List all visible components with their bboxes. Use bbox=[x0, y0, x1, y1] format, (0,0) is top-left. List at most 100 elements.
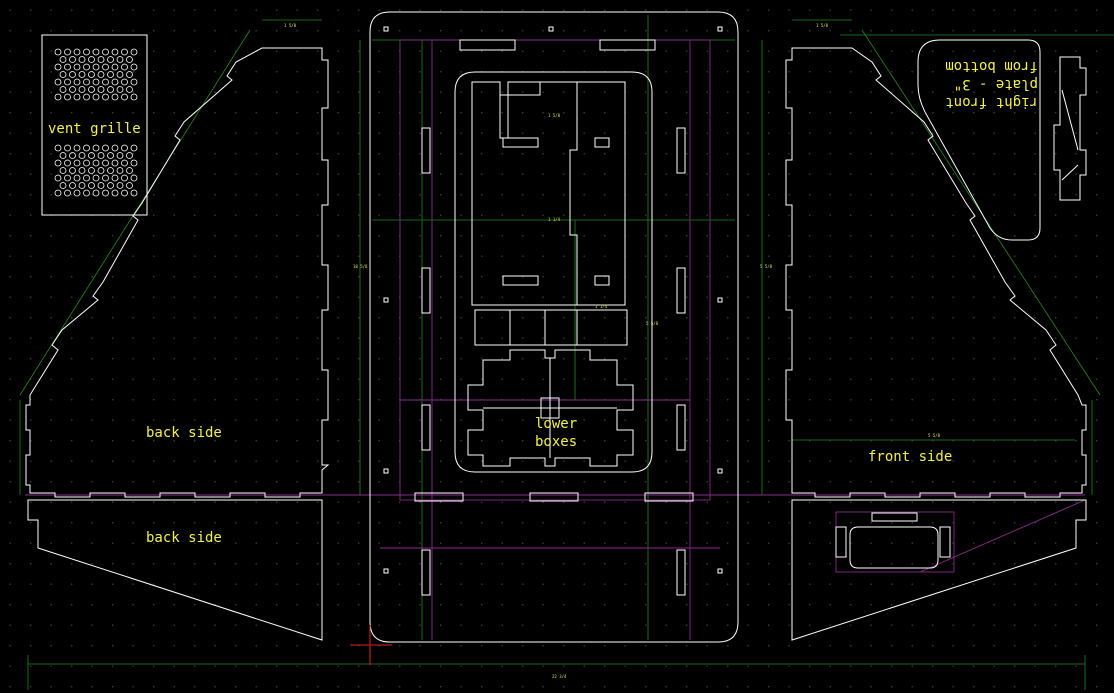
vent-hole bbox=[111, 48, 119, 56]
vent-hole bbox=[64, 189, 71, 197]
vent-hole bbox=[59, 167, 67, 174]
vent-hole bbox=[126, 167, 133, 174]
vent-hole bbox=[92, 144, 100, 152]
vent-hole bbox=[64, 159, 71, 167]
vent-hole bbox=[64, 48, 71, 56]
vent-hole bbox=[54, 159, 62, 167]
vent-hole bbox=[78, 56, 86, 63]
vent-hole bbox=[73, 93, 81, 101]
vent-hole bbox=[64, 93, 71, 101]
vent-hole bbox=[102, 159, 109, 167]
vent-hole bbox=[121, 189, 128, 197]
vent-hole bbox=[73, 189, 81, 197]
vent-hole bbox=[111, 93, 119, 101]
vent-hole bbox=[121, 159, 128, 167]
dim-center-top: 1 5/8 bbox=[548, 113, 561, 118]
vent-hole bbox=[54, 93, 62, 101]
vent-hole bbox=[92, 78, 100, 86]
vent-hole bbox=[73, 174, 81, 182]
right-front-plate[interactable]: right front plate - 3" from bottom bbox=[917, 39, 1041, 241]
vent-hole bbox=[54, 174, 62, 182]
back-side-upper-panel[interactable]: back side bbox=[25, 47, 330, 498]
vent-hole bbox=[69, 86, 76, 93]
dim-top-right: 1 5/8 bbox=[816, 23, 829, 28]
dim-center-height: 5 5/8 bbox=[646, 321, 659, 326]
vent-hole bbox=[73, 48, 81, 56]
vent-hole bbox=[59, 71, 67, 78]
vent-grille-label: vent grille bbox=[48, 121, 141, 137]
vent-grille-holes-lower bbox=[54, 144, 138, 197]
vent-hole bbox=[73, 63, 81, 71]
vent-hole bbox=[59, 182, 67, 189]
vent-hole bbox=[130, 78, 138, 86]
vent-hole bbox=[73, 144, 81, 152]
vent-hole bbox=[59, 86, 67, 93]
vent-hole bbox=[69, 152, 76, 159]
vent-hole bbox=[64, 144, 71, 152]
dim-center-mid: 1 1/4 bbox=[548, 217, 561, 222]
vent-hole bbox=[92, 159, 100, 167]
center-tray[interactable] bbox=[454, 71, 653, 473]
vent-hole bbox=[121, 93, 128, 101]
vent-hole bbox=[92, 174, 100, 182]
vent-grille-holes-upper bbox=[54, 48, 138, 101]
vent-hole bbox=[130, 144, 138, 152]
vent-hole bbox=[126, 86, 133, 93]
lower-boxes-label-line2: boxes bbox=[535, 434, 577, 450]
vent-hole bbox=[73, 159, 81, 167]
vent-hole bbox=[102, 174, 109, 182]
vent-hole bbox=[83, 174, 90, 182]
vent-hole bbox=[116, 86, 124, 93]
vent-hole bbox=[97, 71, 105, 78]
vent-hole bbox=[107, 56, 114, 63]
lower-boxes[interactable]: lower boxes bbox=[467, 349, 634, 467]
vent-hole bbox=[111, 189, 119, 197]
center-base-panel[interactable] bbox=[369, 11, 739, 643]
vent-hole bbox=[54, 63, 62, 71]
vent-hole bbox=[111, 78, 119, 86]
vent-hole bbox=[69, 56, 76, 63]
vent-hole bbox=[102, 189, 109, 197]
vent-hole bbox=[121, 63, 128, 71]
right-front-plate-label-line3: from bottom bbox=[945, 58, 1038, 74]
vent-grille-panel[interactable]: vent grille bbox=[41, 34, 148, 216]
back-side-lower-panel[interactable]: back side bbox=[27, 499, 323, 641]
vent-hole bbox=[126, 152, 133, 159]
vent-hole bbox=[88, 152, 95, 159]
vent-hole bbox=[126, 56, 133, 63]
vent-hole bbox=[64, 174, 71, 182]
back-side-upper-label: back side bbox=[146, 425, 222, 441]
vent-hole bbox=[97, 182, 105, 189]
vent-hole bbox=[116, 71, 124, 78]
front-side-lower-panel[interactable] bbox=[791, 499, 1087, 641]
vent-hole bbox=[78, 167, 86, 174]
vent-hole bbox=[64, 78, 71, 86]
vent-hole bbox=[126, 71, 133, 78]
vent-hole bbox=[121, 174, 128, 182]
vent-hole bbox=[116, 56, 124, 63]
vent-hole bbox=[107, 86, 114, 93]
vent-hole bbox=[69, 167, 76, 174]
vent-hole bbox=[121, 48, 128, 56]
vent-hole bbox=[102, 93, 109, 101]
vent-hole bbox=[121, 144, 128, 152]
dimension-labels: 22 3/4 1 5/8 1 5/8 1 5/8 1 1/4 1 1/4 18 … bbox=[284, 23, 941, 679]
vent-hole bbox=[78, 182, 86, 189]
right-front-plate-label-line2: plate - 3" bbox=[954, 76, 1038, 92]
vent-hole bbox=[54, 48, 62, 56]
dim-top-left: 1 5/8 bbox=[284, 23, 297, 28]
vent-hole bbox=[116, 182, 124, 189]
bracket-part[interactable] bbox=[1053, 56, 1087, 201]
vent-hole bbox=[83, 159, 90, 167]
vent-hole bbox=[54, 78, 62, 86]
vent-hole bbox=[83, 78, 90, 86]
vent-hole bbox=[59, 152, 67, 159]
front-side-upper-panel[interactable]: front side bbox=[785, 47, 1087, 498]
vent-hole bbox=[97, 167, 105, 174]
right-front-plate-label-line1: right front bbox=[945, 94, 1038, 110]
vent-hole bbox=[69, 182, 76, 189]
dim-overall-width: 22 3/4 bbox=[552, 674, 567, 679]
vent-hole bbox=[130, 159, 138, 167]
